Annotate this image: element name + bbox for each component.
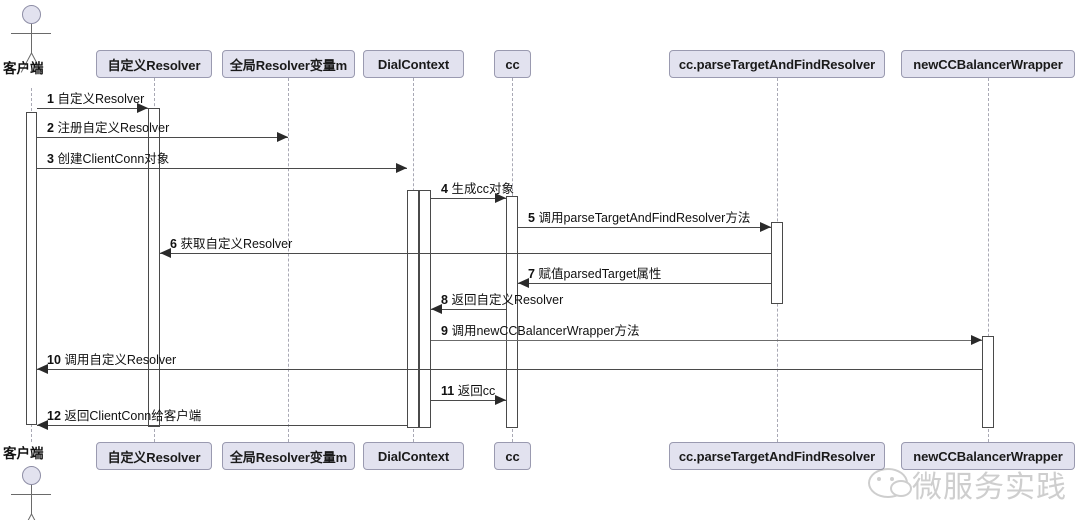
message-arrowhead-1 — [137, 103, 148, 113]
participant-box-global-bottom: 全局Resolver变量m — [222, 442, 355, 470]
actor-body-top — [31, 24, 32, 54]
message-line-5 — [518, 227, 771, 228]
message-label-6: 6 获取自定义Resolver — [170, 237, 292, 251]
message-number-5: 5 — [528, 211, 535, 225]
participant-box-cc-top: cc — [494, 50, 531, 78]
message-number-4: 4 — [441, 182, 448, 196]
activation-bar-resolver — [148, 108, 160, 427]
wechat-eye-icon-0 — [877, 477, 881, 481]
message-line-2 — [37, 137, 288, 138]
message-line-6 — [160, 253, 771, 254]
message-number-12: 12 — [47, 409, 61, 423]
actor-body-bottom — [31, 485, 32, 515]
message-label-5: 5 调用parseTargetAndFindResolver方法 — [528, 211, 750, 225]
message-label-12: 12 返回ClientConn给客户端 — [47, 409, 201, 423]
wechat-eye-icon-1 — [890, 477, 894, 481]
message-label-9: 9 调用newCCBalancerWrapper方法 — [441, 324, 639, 338]
activation-bar-cc — [506, 196, 518, 428]
message-number-7: 7 — [528, 267, 535, 281]
message-line-11 — [431, 400, 506, 401]
actor-label-bottom: 客户端 — [3, 446, 44, 461]
actor-arms-bottom — [11, 494, 51, 495]
message-label-2: 2 注册自定义Resolver — [47, 121, 169, 135]
message-label-7: 7 赋值parsedTarget属性 — [528, 267, 661, 281]
message-arrowhead-7 — [518, 278, 529, 288]
message-number-11: 11 — [441, 384, 455, 398]
message-line-10 — [37, 369, 982, 370]
participant-box-dial-top: DialContext — [363, 50, 464, 78]
participant-box-ncbw-bottom: newCCBalancerWrapper — [901, 442, 1075, 470]
participant-box-parse-bottom: cc.parseTargetAndFindResolver — [669, 442, 885, 470]
wechat-bubble-small-icon — [890, 480, 912, 497]
message-number-6: 6 — [170, 237, 177, 251]
message-text-2: 注册自定义Resolver — [57, 121, 170, 135]
message-label-4: 4 生成cc对象 — [441, 182, 514, 196]
activation-bar-parse — [771, 222, 783, 304]
message-text-1: 自定义Resolver — [57, 92, 145, 106]
message-line-8 — [431, 309, 506, 310]
actor-head-top — [21, 5, 41, 24]
activation-bar-dial2 — [419, 190, 431, 428]
message-label-8: 8 返回自定义Resolver — [441, 293, 563, 307]
message-line-12 — [37, 425, 407, 426]
message-line-7 — [518, 283, 771, 284]
participant-box-ncbw-top: newCCBalancerWrapper — [901, 50, 1075, 78]
message-text-5: 调用parseTargetAndFindResolver方法 — [538, 211, 751, 225]
lifeline-ncbw — [988, 78, 989, 442]
message-arrowhead-6 — [160, 248, 171, 258]
participant-box-resolver-top: 自定义Resolver — [96, 50, 212, 78]
message-number-3: 3 — [47, 152, 54, 166]
message-arrowhead-4 — [495, 193, 506, 203]
message-text-9: 调用newCCBalancerWrapper方法 — [451, 324, 640, 338]
message-label-11: 11 返回cc — [441, 384, 495, 398]
message-number-10: 10 — [47, 353, 61, 367]
actor-leg-left-bottom — [20, 513, 32, 520]
message-text-6: 获取自定义Resolver — [180, 237, 293, 251]
wechat-bubble-icon — [868, 468, 908, 498]
message-arrowhead-8 — [431, 304, 442, 314]
participant-box-global-top: 全局Resolver变量m — [222, 50, 355, 78]
participant-box-parse-top: cc.parseTargetAndFindResolver — [669, 50, 885, 78]
message-arrowhead-11 — [495, 395, 506, 405]
lifeline-global — [288, 78, 289, 442]
message-arrowhead-2 — [277, 132, 288, 142]
activation-bar-dial — [407, 190, 419, 428]
message-arrowhead-9 — [971, 335, 982, 345]
message-line-4 — [431, 198, 506, 199]
message-number-2: 2 — [47, 121, 54, 135]
message-arrowhead-5 — [760, 222, 771, 232]
participant-box-dial-bottom: DialContext — [363, 442, 464, 470]
actor-label-top: 客户端 — [3, 61, 44, 76]
message-label-10: 10 调用自定义Resolver — [47, 353, 176, 367]
message-number-1: 1 — [47, 92, 54, 106]
message-label-3: 3 创建ClientConn对象 — [47, 152, 169, 166]
participant-box-resolver-bottom: 自定义Resolver — [96, 442, 212, 470]
message-arrowhead-10 — [37, 364, 48, 374]
message-arrowhead-3 — [396, 163, 407, 173]
message-text-12: 返回ClientConn给客户端 — [64, 409, 202, 423]
message-text-11: 返回cc — [457, 384, 496, 398]
actor-head-bottom — [21, 466, 41, 485]
actor-arms-top — [11, 33, 51, 34]
actor-leg-right-bottom — [31, 513, 43, 520]
message-line-3 — [37, 168, 407, 169]
message-number-9: 9 — [441, 324, 448, 338]
message-label-1: 1 自定义Resolver — [47, 92, 144, 106]
message-line-1 — [37, 108, 148, 109]
activation-bar-ncbw — [982, 336, 994, 428]
message-arrowhead-12 — [37, 420, 48, 430]
message-text-3: 创建ClientConn对象 — [57, 152, 170, 166]
message-number-8: 8 — [441, 293, 448, 307]
message-line-9 — [431, 340, 982, 341]
message-text-10: 调用自定义Resolver — [64, 353, 177, 367]
participant-box-cc-bottom: cc — [494, 442, 531, 470]
message-text-7: 赋值parsedTarget属性 — [538, 267, 662, 281]
message-text-4: 生成cc对象 — [451, 182, 514, 196]
activation-bar-client — [26, 112, 37, 425]
message-text-8: 返回自定义Resolver — [451, 293, 564, 307]
